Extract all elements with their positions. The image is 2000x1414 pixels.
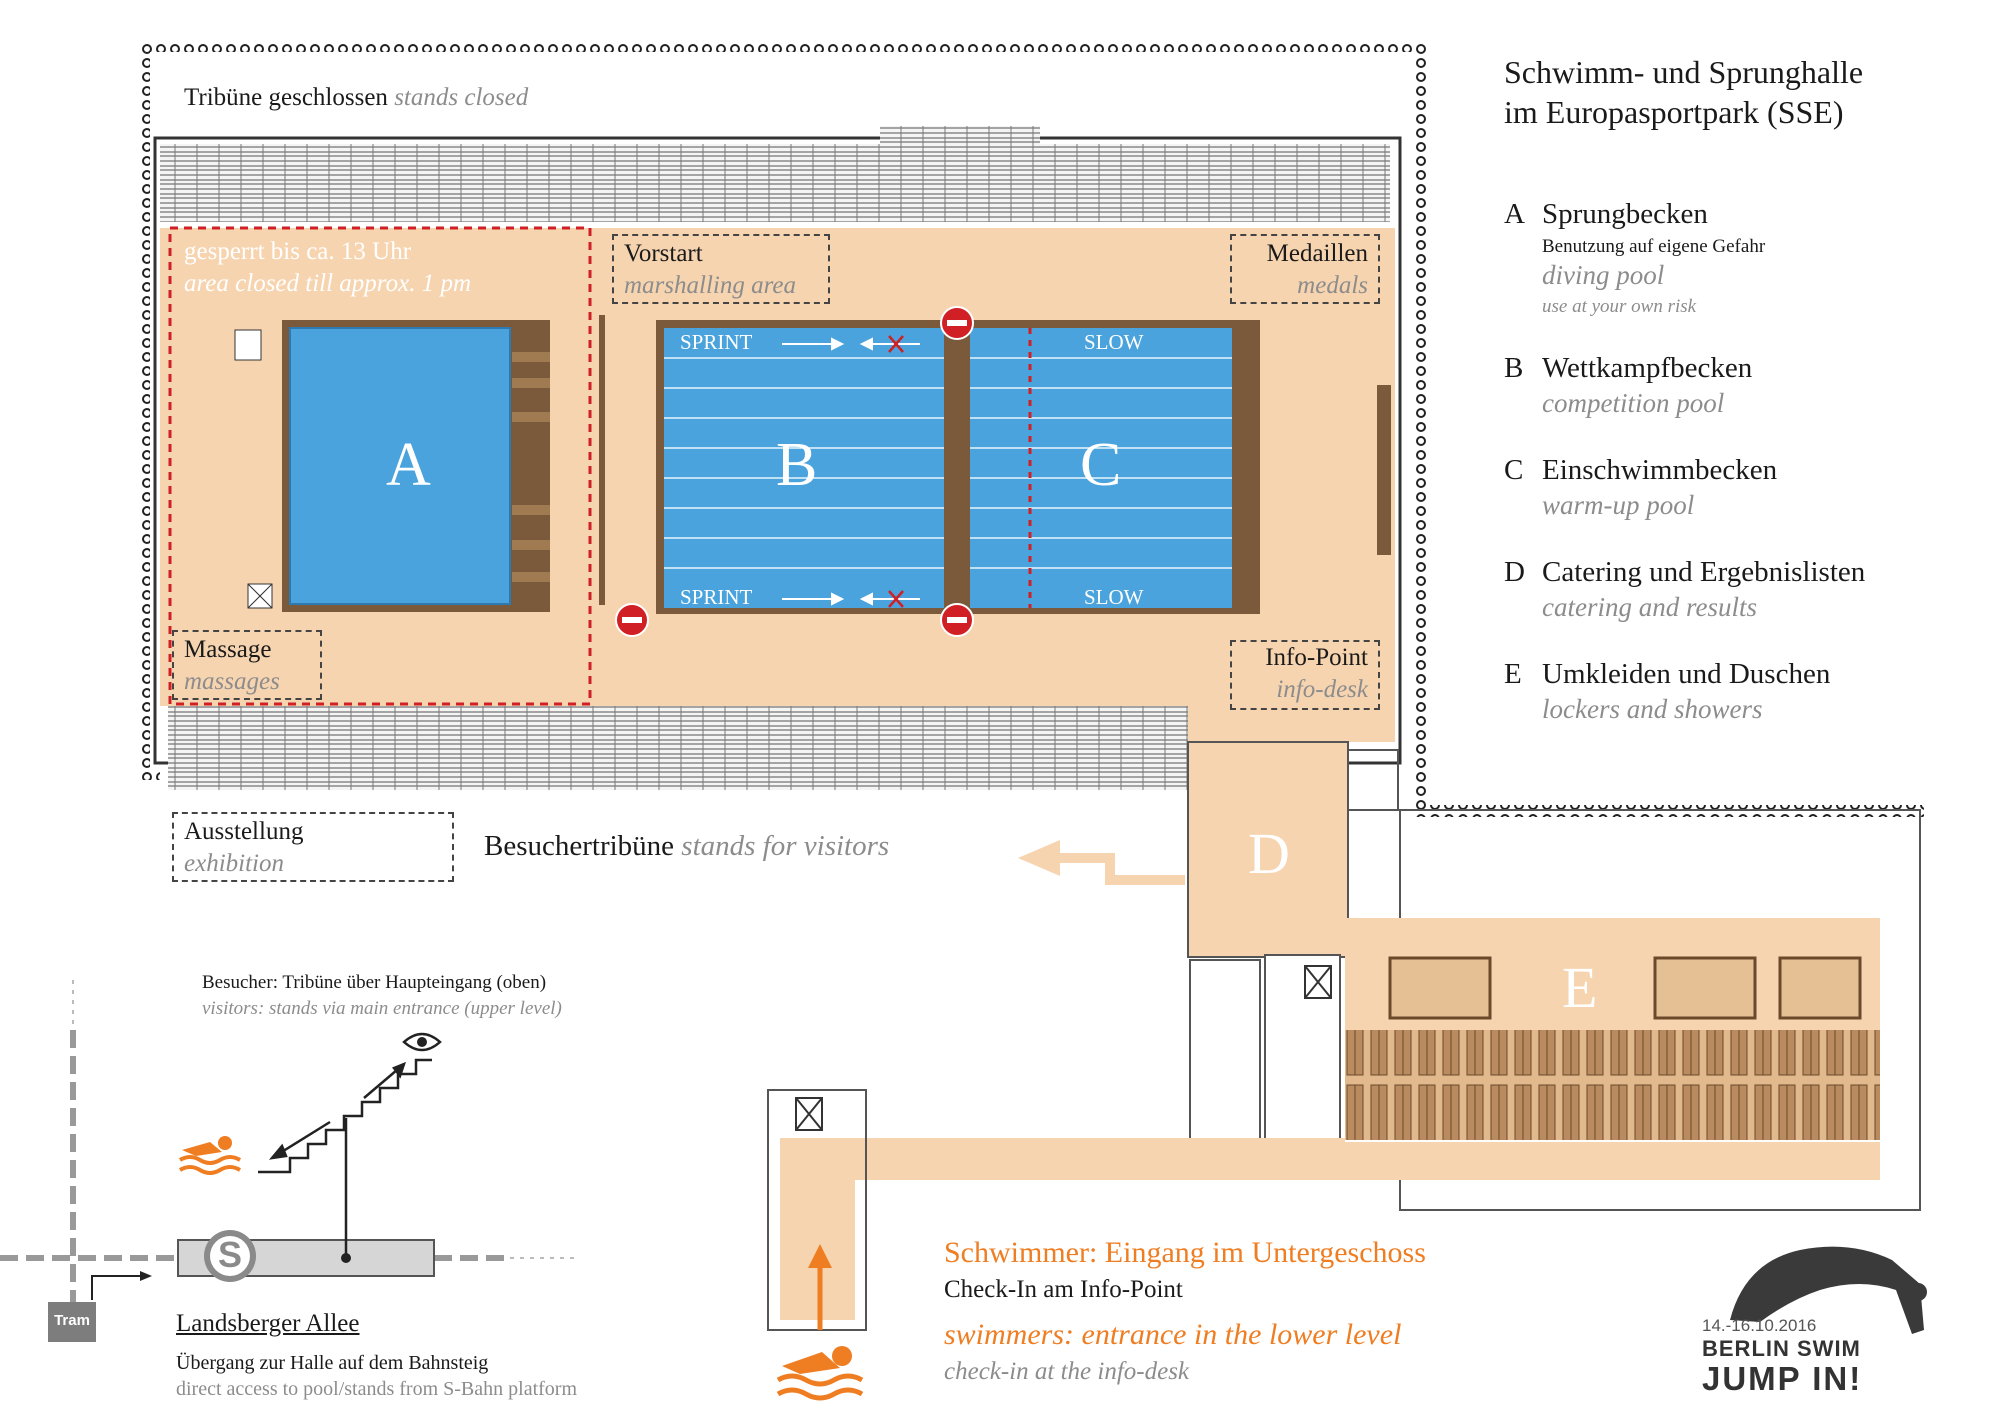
- no-entry-icon: [615, 603, 649, 637]
- info-point-box: [1230, 640, 1380, 710]
- legend-key-d: D: [1504, 556, 1525, 588]
- station-name: Landsberger Allee: [176, 1310, 360, 1337]
- area-e-label: E: [1562, 955, 1598, 1020]
- info-point-label: Info-Point info-desk: [1265, 644, 1368, 703]
- slow-lane-label-top: SLOW: [1084, 330, 1144, 354]
- legend-de-a: Sprungbecken: [1542, 198, 1708, 230]
- legend-key-b: B: [1504, 352, 1524, 384]
- massage-label: Massage massages: [184, 636, 280, 695]
- arrow-icon: [1060, 853, 1185, 885]
- locker-rows: [1345, 1030, 1880, 1140]
- s-bahn-icon: [204, 1230, 256, 1282]
- pool-a: [234, 320, 550, 612]
- legend-en-a: diving pool: [1542, 260, 1665, 290]
- medals-box: [1230, 234, 1380, 304]
- swimmer-icon: [776, 1346, 864, 1401]
- area-d-label: D: [1248, 821, 1290, 886]
- swimmer-checkin-en: check-in at the info-desk: [944, 1358, 1190, 1385]
- closed-area-boundary: [168, 226, 592, 706]
- stairs-icon: [258, 1058, 432, 1174]
- pool-a-label: A: [386, 431, 431, 499]
- no-entry-icon: [940, 306, 974, 340]
- legend-key-a: A: [1504, 198, 1525, 230]
- stands-closed-label: Tribüne geschlossen stands closed: [184, 84, 529, 111]
- legend-de-c: Einschwimmbecken: [1542, 454, 1778, 486]
- medals-label: Medaillen medals: [1266, 240, 1368, 299]
- tram-stop-icon: [48, 1302, 96, 1342]
- legend-en-d: catering and results: [1542, 592, 1757, 622]
- swimmer-checkin-de: Check-In am Info-Point: [944, 1276, 1183, 1303]
- logo-line1: BERLIN SWIM: [1702, 1336, 1861, 1361]
- arrow-icon: [808, 1244, 832, 1330]
- diver-logo-icon: [1730, 1246, 1927, 1334]
- s-bahn-symbol: S: [218, 1234, 243, 1275]
- area-d-floor: [1188, 742, 1348, 957]
- event-dates: 14.-16.10.2016: [1702, 1316, 1817, 1335]
- legend-en-e: lockers and showers: [1542, 694, 1763, 724]
- eye-icon: [402, 1032, 442, 1052]
- upper-stands-closed: [160, 144, 1390, 222]
- legend-key-e: E: [1504, 658, 1522, 690]
- massage-box: [172, 630, 322, 700]
- sprint-lane-label-top: SPRINT: [680, 330, 753, 354]
- lower-corridor: [780, 1138, 1880, 1320]
- page-title: Schwimm- und Sprunghalle im Europasportp…: [1504, 54, 1864, 130]
- legend-key-c: C: [1504, 454, 1524, 486]
- visitor-stands-label: Besuchertribüne stands for visitors: [484, 830, 890, 862]
- legend-en-c: warm-up pool: [1542, 490, 1695, 520]
- legend-de-d: Catering und Ergebnislisten: [1542, 556, 1866, 588]
- platform-access-label: Übergang zur Halle auf dem Bahnsteig dir…: [176, 1352, 578, 1400]
- closed-area-label: gesperrt bis ca. 13 Uhr area closed till…: [184, 238, 471, 297]
- rail-lines: [0, 980, 576, 1320]
- marshalling-area-box: [612, 234, 830, 304]
- visitor-stands: [168, 706, 1188, 790]
- logo-line2: JUMP IN!: [1702, 1360, 1863, 1397]
- swimmer-entrance-de: Schwimmer: Eingang im Untergeschoss: [944, 1236, 1426, 1269]
- legend-note-en-a: use at your own risk: [1542, 296, 1697, 317]
- visitor-route-label: Besucher: Tribüne über Haupteingang (obe…: [202, 972, 562, 1019]
- no-entry-icon: [940, 603, 974, 637]
- exhibition-box: [172, 812, 454, 882]
- legend-en-b: competition pool: [1542, 388, 1725, 418]
- slow-lane-label-bottom: SLOW: [1084, 585, 1144, 609]
- legend-de-b: Wettkampfbecken: [1542, 352, 1753, 384]
- swimmer-entrance-en: swimmers: entrance in the lower level: [944, 1318, 1402, 1351]
- sprint-lane-label-bottom: SPRINT: [680, 585, 753, 609]
- pool-b-label: B: [776, 431, 818, 499]
- legend-de-e: Umkleiden und Duschen: [1542, 658, 1831, 690]
- swimmer-icon: [178, 1136, 242, 1175]
- exhibition-label: Ausstellung exhibition: [184, 818, 304, 877]
- perimeter-fence: [138, 40, 1924, 817]
- marshalling-area-label: Vorstart marshalling area: [624, 240, 796, 299]
- pool-b-c: [656, 320, 1260, 614]
- legend-note-de-a: Benutzung auf eigene Gefahr: [1542, 236, 1766, 257]
- pool-c-label: C: [1080, 431, 1122, 499]
- tram-label: Tram: [54, 1312, 90, 1329]
